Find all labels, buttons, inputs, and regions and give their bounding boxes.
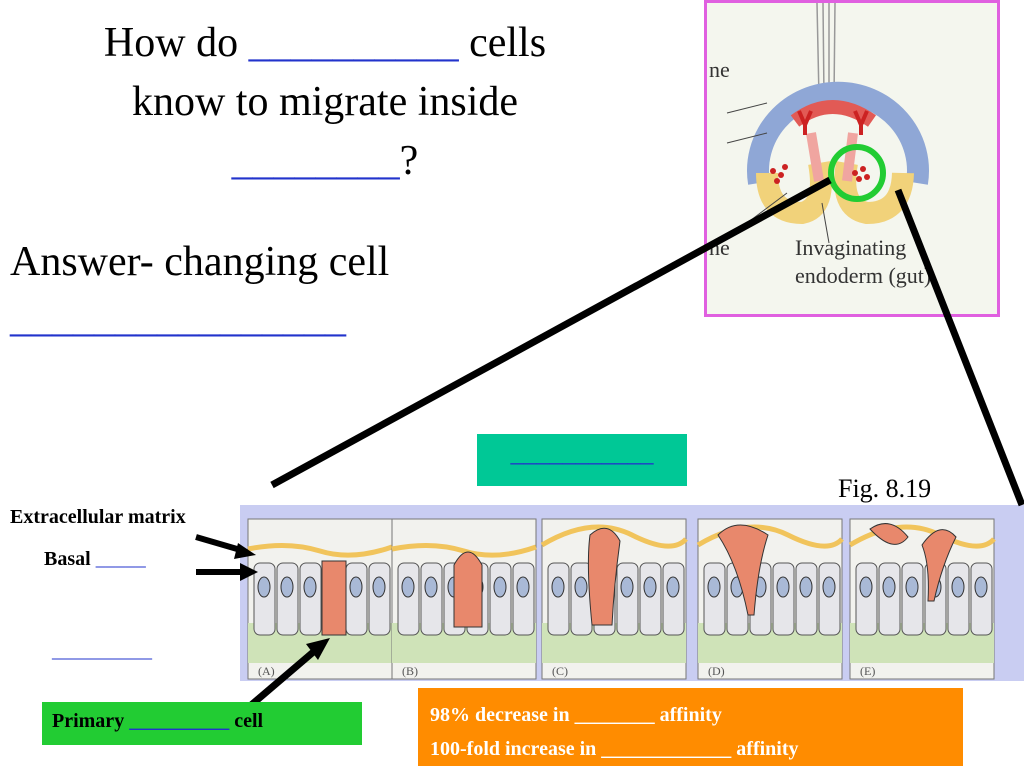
title-blank-1: __________ [248, 20, 459, 66]
zoom-line-left [270, 176, 832, 489]
affinity-line1-pre: 98% decrease in [430, 704, 570, 726]
affinity-line1-post: affinity [659, 704, 722, 726]
inset-label-invag1: Invaginating [795, 235, 906, 260]
highlight-circle [828, 144, 886, 202]
basal-lamina [540, 524, 688, 549]
arrow-ecm [195, 534, 256, 559]
primary-mesenchyme-cell [869, 523, 957, 602]
title-blank-2: ________ [231, 138, 400, 184]
figure-caption: Fig. 8.19 [838, 474, 932, 503]
cell-nucleus [516, 576, 530, 598]
primary-cell-box [42, 702, 362, 745]
zoom-line-right [894, 188, 1024, 507]
primary-mesenchyme-cell [453, 551, 483, 628]
primary-cell-label: Primary __________ cell [52, 710, 263, 733]
cell-nucleus [551, 576, 565, 598]
cell-nucleus [974, 576, 988, 598]
cell-nucleus [493, 576, 507, 598]
cell-nucleus [349, 576, 363, 598]
teal-blank: ___________ [510, 438, 654, 467]
inset-label-invag2: endoderm (gut) [795, 263, 931, 288]
cell-panels-strip: (A) (B) (C) (D) (E) [240, 505, 1024, 681]
cell-nucleus [951, 576, 965, 598]
affinity-line1-blank: ________ [574, 704, 655, 726]
primary-mesenchyme-cell [587, 527, 621, 626]
arrow-basal [196, 563, 258, 581]
label-basal-text: Basal [44, 548, 91, 570]
inset-embryo-diagram: ne ne Invaginating endoderm (gut) [704, 0, 1000, 317]
basal-lamina [391, 542, 537, 558]
cell-panel: (D) [696, 518, 844, 680]
cell-nucleus [882, 576, 896, 598]
cell-panel: (A) [247, 518, 393, 680]
title-line1-post: cells [469, 20, 547, 66]
label-left-blank: __________ [52, 640, 152, 662]
primary-post: cell [234, 710, 264, 732]
panel-letter: (A) [258, 664, 275, 678]
cell-nucleus [424, 576, 438, 598]
arrow-primary [247, 638, 330, 709]
cell-panel: (E) [848, 518, 996, 680]
embryo-illustration: ne ne Invaginating endoderm (gut) [707, 2, 997, 314]
label-extracellular-matrix: Extracellular matrix [10, 506, 186, 528]
cell-nucleus [905, 576, 919, 598]
affinity-box [418, 688, 963, 766]
primary-blank: __________ [129, 710, 230, 732]
cell-nucleus [574, 576, 588, 598]
cell-panels-illustration: (A) (B) (C) (D) (E) [247, 518, 996, 680]
basal-lamina [247, 542, 393, 558]
answer-blank: ________________ [10, 295, 346, 341]
primary-mesenchyme-cell [321, 560, 347, 636]
cell-nucleus [799, 576, 813, 598]
slide-title: How do __________ cells know to migrate … [40, 14, 610, 191]
teal-label-box [477, 434, 687, 486]
primary-pre: Primary [52, 710, 125, 732]
label-basal-blank: _____ [95, 548, 146, 570]
panel-letter: (B) [402, 664, 418, 678]
panel-letter: (E) [860, 664, 875, 678]
cell-nucleus [401, 576, 415, 598]
cell-nucleus [280, 576, 294, 598]
cell-nucleus [666, 576, 680, 598]
cell-nucleus [303, 576, 317, 598]
title-line2: know to migrate inside [131, 79, 519, 125]
cell-nucleus [776, 576, 790, 598]
primary-mesenchyme-cell [717, 524, 769, 616]
label-basal: Basal _____ [44, 548, 146, 571]
affinity-text: 98% decrease in ________ affinity 100-fo… [430, 698, 799, 766]
title-line1-pre: How do [103, 20, 239, 66]
cell-nucleus [372, 576, 386, 598]
title-line3-post: ? [399, 138, 419, 184]
affinity-line2-post: affinity [736, 738, 799, 760]
cell-panel: (B) [391, 518, 537, 680]
inset-label-top: ne [709, 57, 730, 82]
affinity-line2-blank: _____________ [601, 738, 732, 760]
cell-nucleus [643, 576, 657, 598]
cell-nucleus [822, 576, 836, 598]
cell-nucleus [859, 576, 873, 598]
cell-nucleus [620, 576, 634, 598]
panel-letter: (C) [552, 664, 568, 678]
cell-panel: (C) [540, 518, 688, 680]
affinity-line2-pre: 100-fold increase in [430, 738, 597, 760]
cell-nucleus [257, 576, 271, 598]
panel-letter: (D) [708, 664, 725, 678]
cell-nucleus [707, 576, 721, 598]
answer-text: Answer- changing cell [10, 239, 390, 285]
